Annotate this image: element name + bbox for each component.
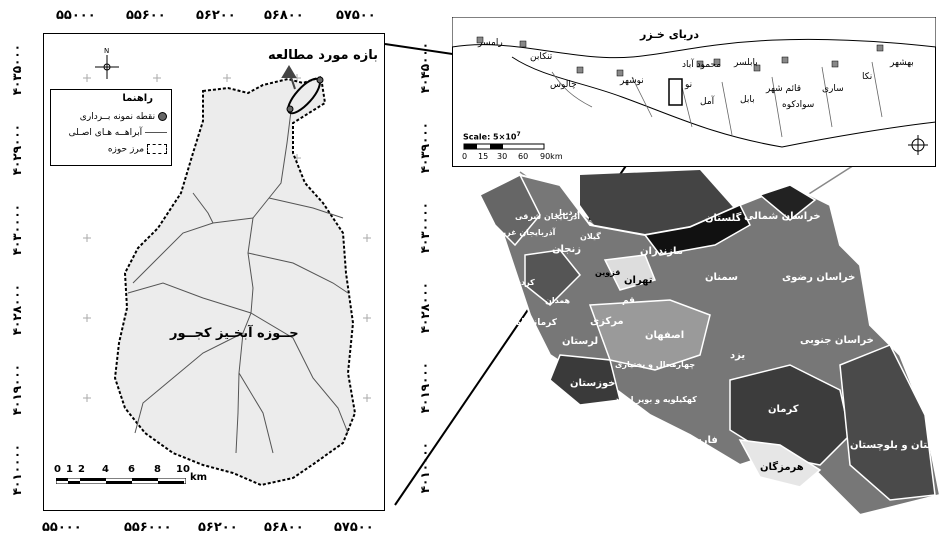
inset-city: قائم شهر — [766, 84, 802, 94]
boundary-dash-icon — [147, 144, 167, 154]
basin-label: حــوزه آبخـیز کجــور — [170, 326, 299, 341]
inset-city: نوشهر — [620, 76, 644, 86]
sample-point — [286, 105, 294, 113]
legend-box: راهنما نقطه نمونه بــرداری آبراهــه هـای… — [50, 89, 172, 166]
sample-point — [316, 76, 324, 84]
bottom-tick: ۵۵۰۰۰ — [42, 520, 82, 535]
inset-city: آمل — [700, 97, 715, 107]
inset-city: نکا — [862, 72, 873, 82]
inset-city: بهشهر — [890, 58, 914, 68]
province-label: آذربایجان شرقی — [515, 212, 581, 221]
basin-boundary — [113, 75, 357, 487]
inset-scale-text: Scale: 5×107 — [463, 131, 521, 142]
province-label: گیلان — [580, 232, 601, 241]
province-label: مرکزی — [590, 316, 624, 327]
study-reach-label: بازه مورد مطالعه — [268, 48, 379, 63]
svg-text:N: N — [104, 47, 109, 55]
inset-scale-num: 0 — [462, 152, 468, 161]
sample-point-icon — [158, 112, 167, 121]
province-label: کهکیلویه و بویر احمد — [615, 395, 697, 404]
inset-city: محمود آباد — [682, 60, 722, 70]
province-label: خراسان جنوبی — [800, 335, 874, 346]
province-label: سیستان و بلوچستان — [850, 440, 949, 451]
inset-city: چالوس — [550, 80, 577, 90]
inset-city: بابل — [740, 95, 755, 105]
province-label: اصفهان — [645, 330, 685, 341]
basin-map: N — [83, 47, 371, 487]
province-label: اردبیل — [555, 208, 580, 217]
top-tick: ۵۶۲۰۰ — [196, 8, 236, 23]
province-label: سمنان — [705, 272, 738, 283]
province-label: همدان — [545, 296, 571, 305]
inset-city: بابلسر — [734, 58, 758, 68]
north-arrow-icon: N — [95, 47, 119, 79]
province-label: قم — [622, 296, 635, 306]
province-label: قزوین — [595, 268, 621, 277]
inset-city: رامسر — [478, 38, 503, 48]
top-tick: ۵۷۵۰۰ — [336, 8, 376, 23]
north-arrow-icon — [908, 135, 928, 155]
inset-scale-num: 15 — [478, 152, 489, 161]
province-label: آذربایجان غربی — [495, 228, 556, 237]
bottom-tick: ۵۶۸۰۰ — [264, 520, 304, 535]
top-tick: ۵۵۶۰۰ — [126, 8, 166, 23]
province-label: فارس — [688, 435, 718, 446]
inset-city: نو — [685, 80, 693, 90]
province-label: بوشهر — [645, 432, 675, 442]
province-label: گلستان — [705, 213, 742, 224]
bottom-tick: ۵۶۲۰۰ — [198, 520, 238, 535]
province-label: چهارمحال و بختیاری — [615, 360, 696, 369]
province-label: کرمان — [768, 404, 799, 415]
inset-scale-num: 60 — [518, 152, 529, 161]
inset-scale-num: 30 — [497, 152, 508, 161]
inset-city: تنکابن — [530, 52, 553, 62]
caspian-sea — [580, 170, 740, 235]
province-label: خراسان رضوی — [782, 272, 856, 283]
province-label: لرستان — [562, 336, 599, 347]
iran-map — [478, 170, 942, 517]
top-tick: ۵۵۰۰۰ — [56, 8, 96, 23]
province-label: مازندران — [640, 246, 683, 257]
legend-item-sample: نقطه نمونه بــرداری — [80, 112, 167, 122]
province-label: زنجان — [552, 244, 582, 255]
scale-unit: km — [190, 472, 208, 483]
inset-city: ساری — [822, 84, 844, 94]
province-label: ایلام — [532, 355, 550, 364]
bottom-tick: ۵۵۶۰۰۰ — [124, 520, 172, 535]
province-label: کردستان — [500, 278, 535, 287]
study-reach-arrow — [281, 65, 297, 90]
inset-city: سوادکوه — [782, 100, 815, 110]
province-label: هرمزگان — [760, 462, 804, 473]
inset-scale-num: 90km — [540, 152, 563, 161]
inset-map — [452, 17, 936, 155]
bottom-tick: ۵۷۵۰۰ — [334, 520, 374, 535]
top-tick: ۵۶۸۰۰ — [264, 8, 304, 23]
province-label: خوزستان — [570, 378, 616, 389]
legend-item-boundary: مرز حوزه — [108, 144, 167, 155]
province-label: تهران — [624, 275, 653, 286]
province-label: یزد — [730, 350, 746, 361]
legend-item-stream: آبراهــه هـای اصـلی — [69, 128, 167, 138]
stream-line-icon — [145, 132, 167, 133]
caspian-sea-label: دریای خـزر — [640, 28, 700, 41]
legend-title: راهنما — [122, 93, 153, 104]
province-label: خراسان شمالی — [744, 211, 821, 222]
province-label: کرمانشاه — [516, 318, 558, 328]
